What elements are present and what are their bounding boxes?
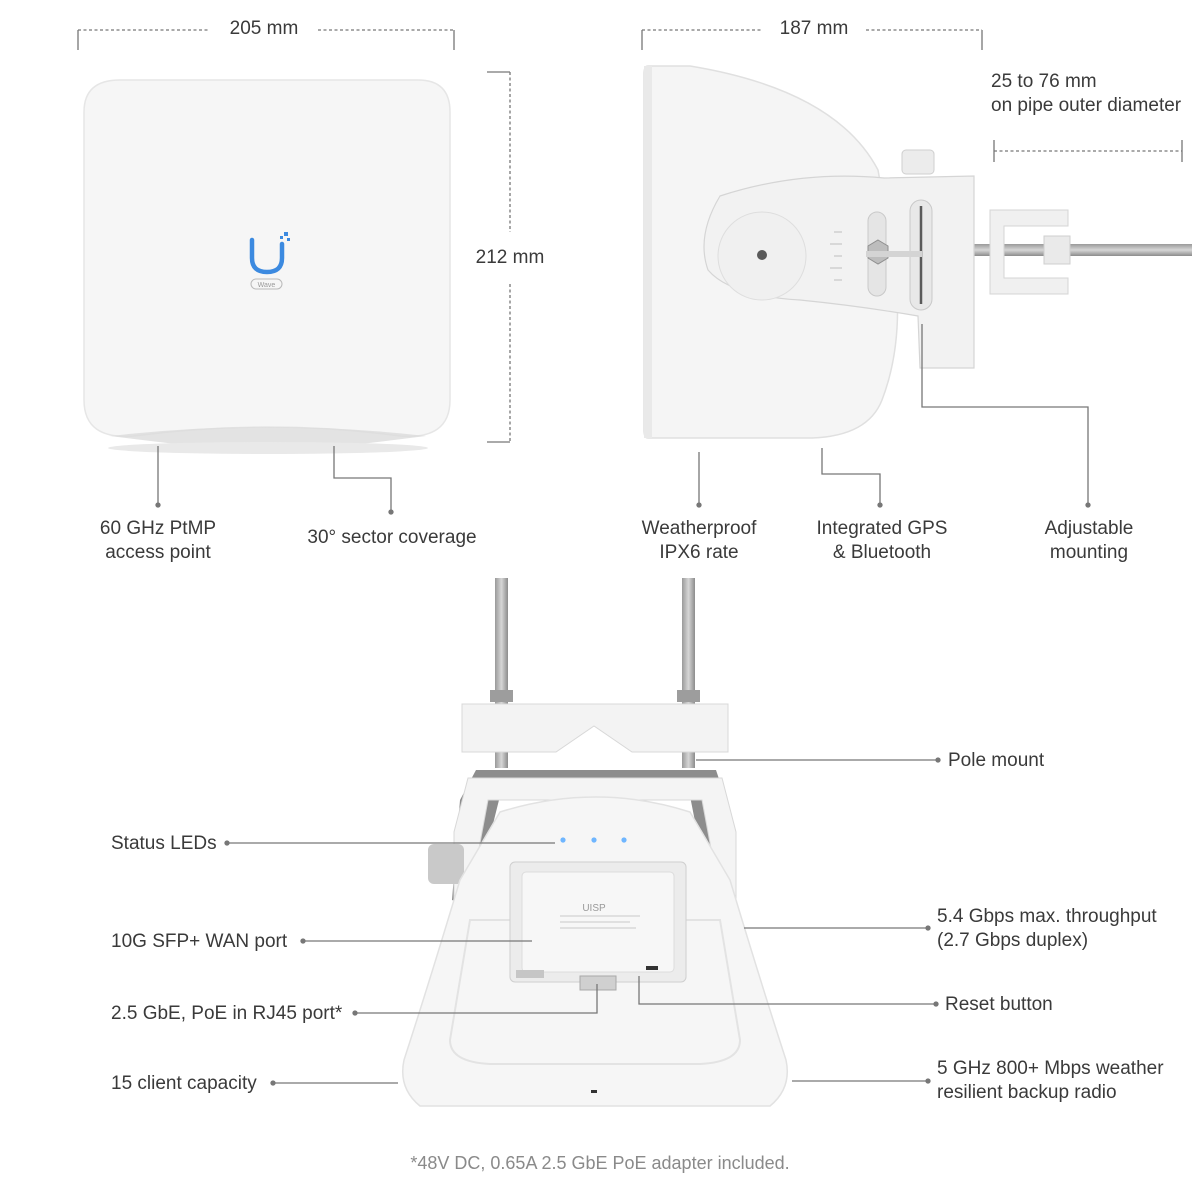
callout-throughput-line2: (2.7 Gbps duplex) [937, 930, 1089, 951]
front-view-device: Wave [83, 79, 451, 454]
callout-ptmp: 60 GHz PtMP access point [78, 517, 238, 565]
callout-weatherproof-line1: Weatherproof [641, 518, 757, 539]
callout-ptmp-line2: access point [105, 542, 211, 563]
callout-status-leds: Status LEDs [111, 833, 217, 854]
callout-gps-line1: Integrated GPS [816, 518, 948, 539]
callout-client-capacity: 15 client capacity [111, 1073, 257, 1094]
callout-backup-line2: resilient backup radio [937, 1082, 1117, 1103]
callout-sfp-port: 10G SFP+ WAN port [111, 931, 288, 952]
wave-badge-text: Wave [258, 282, 276, 289]
dimension-lines [77, 29, 1183, 443]
callout-pole-mount: Pole mount [948, 750, 1045, 771]
pipe-range-line1: 25 to 76 mm [991, 71, 1097, 92]
back-view-device [402, 578, 788, 1107]
height-label: 212 mm [475, 247, 545, 268]
callout-reset-button: Reset button [945, 994, 1053, 1015]
callout-gps: Integrated GPS & Bluetooth [800, 517, 964, 565]
callout-ptmp-line1: 60 GHz PtMP [99, 518, 217, 539]
callout-weatherproof-line2: IPX6 rate [659, 542, 739, 563]
wave-logo-icon [249, 232, 290, 290]
callout-mounting-line2: mounting [1049, 542, 1129, 563]
callout-throughput-line1: 5.4 Gbps max. throughput [937, 906, 1157, 927]
top-callout-leaders [155, 324, 1091, 515]
side-view-device [643, 65, 1192, 439]
callout-throughput: 5.4 Gbps max. throughput (2.7 Gbps duple… [937, 905, 1157, 953]
callout-mounting: Adjustable mounting [1018, 517, 1160, 565]
callout-mounting-line1: Adjustable [1044, 518, 1134, 539]
front-width-label: 205 mm [229, 18, 299, 39]
footnote: *48V DC, 0.65A 2.5 GbE PoE adapter inclu… [410, 1153, 790, 1173]
uisp-label-text: UISP [582, 903, 606, 914]
callout-gps-line2: & Bluetooth [832, 542, 932, 563]
side-width-label: 187 mm [779, 18, 849, 39]
callout-weatherproof: Weatherproof IPX6 rate [624, 517, 774, 565]
callout-rj45-port: 2.5 GbE, PoE in RJ45 port* [111, 1003, 343, 1024]
callout-backup-line1: 5 GHz 800+ Mbps weather [937, 1058, 1164, 1079]
bottom-callout-leaders [224, 757, 941, 1086]
callout-backup-radio: 5 GHz 800+ Mbps weather resilient backup… [937, 1057, 1164, 1105]
callout-sector: 30° sector coverage [307, 527, 477, 548]
pipe-range-line2: on pipe outer diameter [991, 95, 1182, 116]
